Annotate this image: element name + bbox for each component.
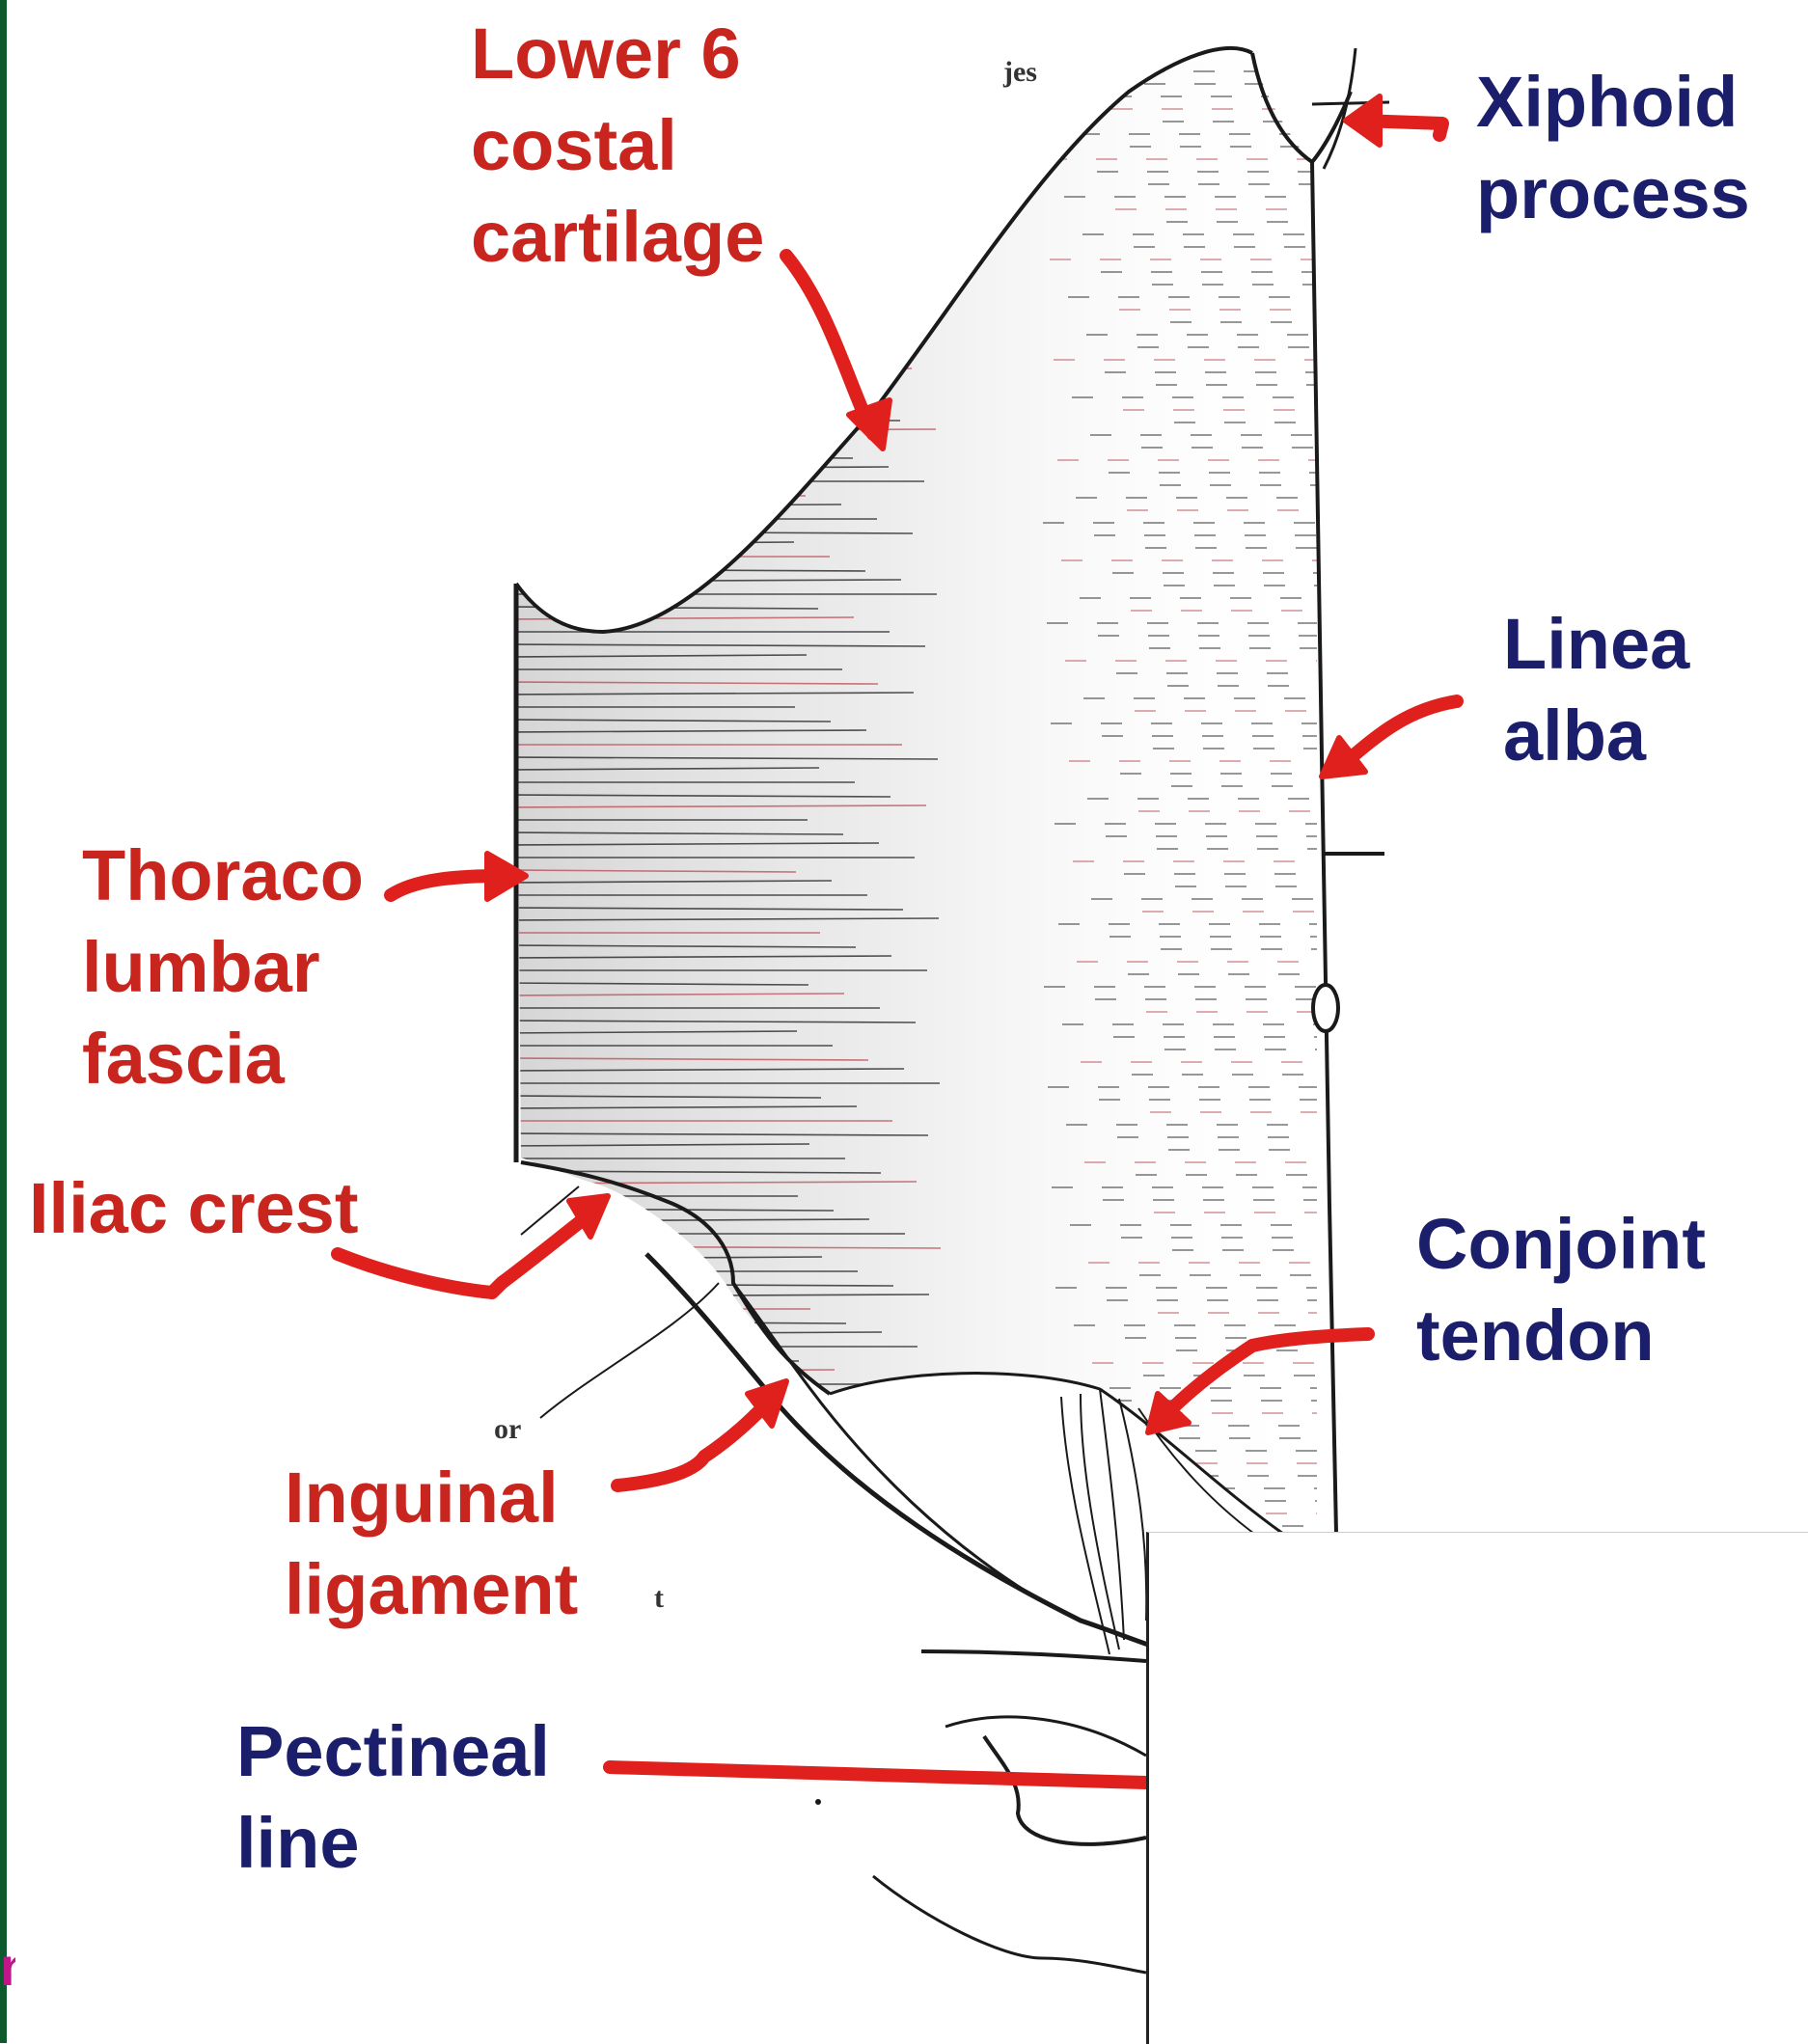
muscle-fiber [502,306,888,308]
ghost-text-mid: or [494,1413,521,1446]
muscle-fiber [502,494,806,496]
label-conjoint-tendon: Conjoint tendon [1416,1198,1706,1381]
muscle-fiber [502,343,840,345]
ghost-text-top: jes [1003,56,1037,89]
label-thoracolumbar-fascia: Thoraco lumbar fascia [82,830,364,1104]
ghost-text-bottom: t [654,1582,664,1615]
muscle-fiber [502,1407,942,1409]
muscle-fiber [502,419,900,421]
arrow-costal-cartilage [786,256,890,449]
label-linea-alba: Linea alba [1503,598,1689,781]
label-xiphoid-process: Xiphoid process [1476,56,1750,239]
muscle-fiber [502,1370,835,1372]
muscle-fiber [502,1359,799,1361]
muscle-fiber [502,381,793,383]
arrow-iliac-crest [338,1196,608,1293]
muscle-fiber [502,1445,894,1447]
pubic-bone-lines [815,1651,1146,1973]
arrow-linea-alba [1322,701,1457,777]
muscle-fiber [502,354,876,356]
arrow-pectineal-line [610,1767,1146,1783]
muscle-fiber [502,456,853,458]
label-iliac-crest: Iliac crest [29,1162,358,1254]
label-inguinal-ligament: Inguinal ligament [285,1452,578,1635]
label-pectineal-line: Pectineal line [236,1705,550,1889]
arrow-inguinal-ligament [617,1381,786,1485]
muscle-fiber [502,316,923,318]
label-costal-cartilage: Lower 6 costal cartilage [471,8,764,283]
cover-panel [1146,1532,1808,2044]
corner-glyph: n [0,1944,15,1990]
muscle-fiber [502,392,829,394]
arrow-thoracolumbar [391,854,526,899]
muscle-fiber [502,1397,906,1399]
